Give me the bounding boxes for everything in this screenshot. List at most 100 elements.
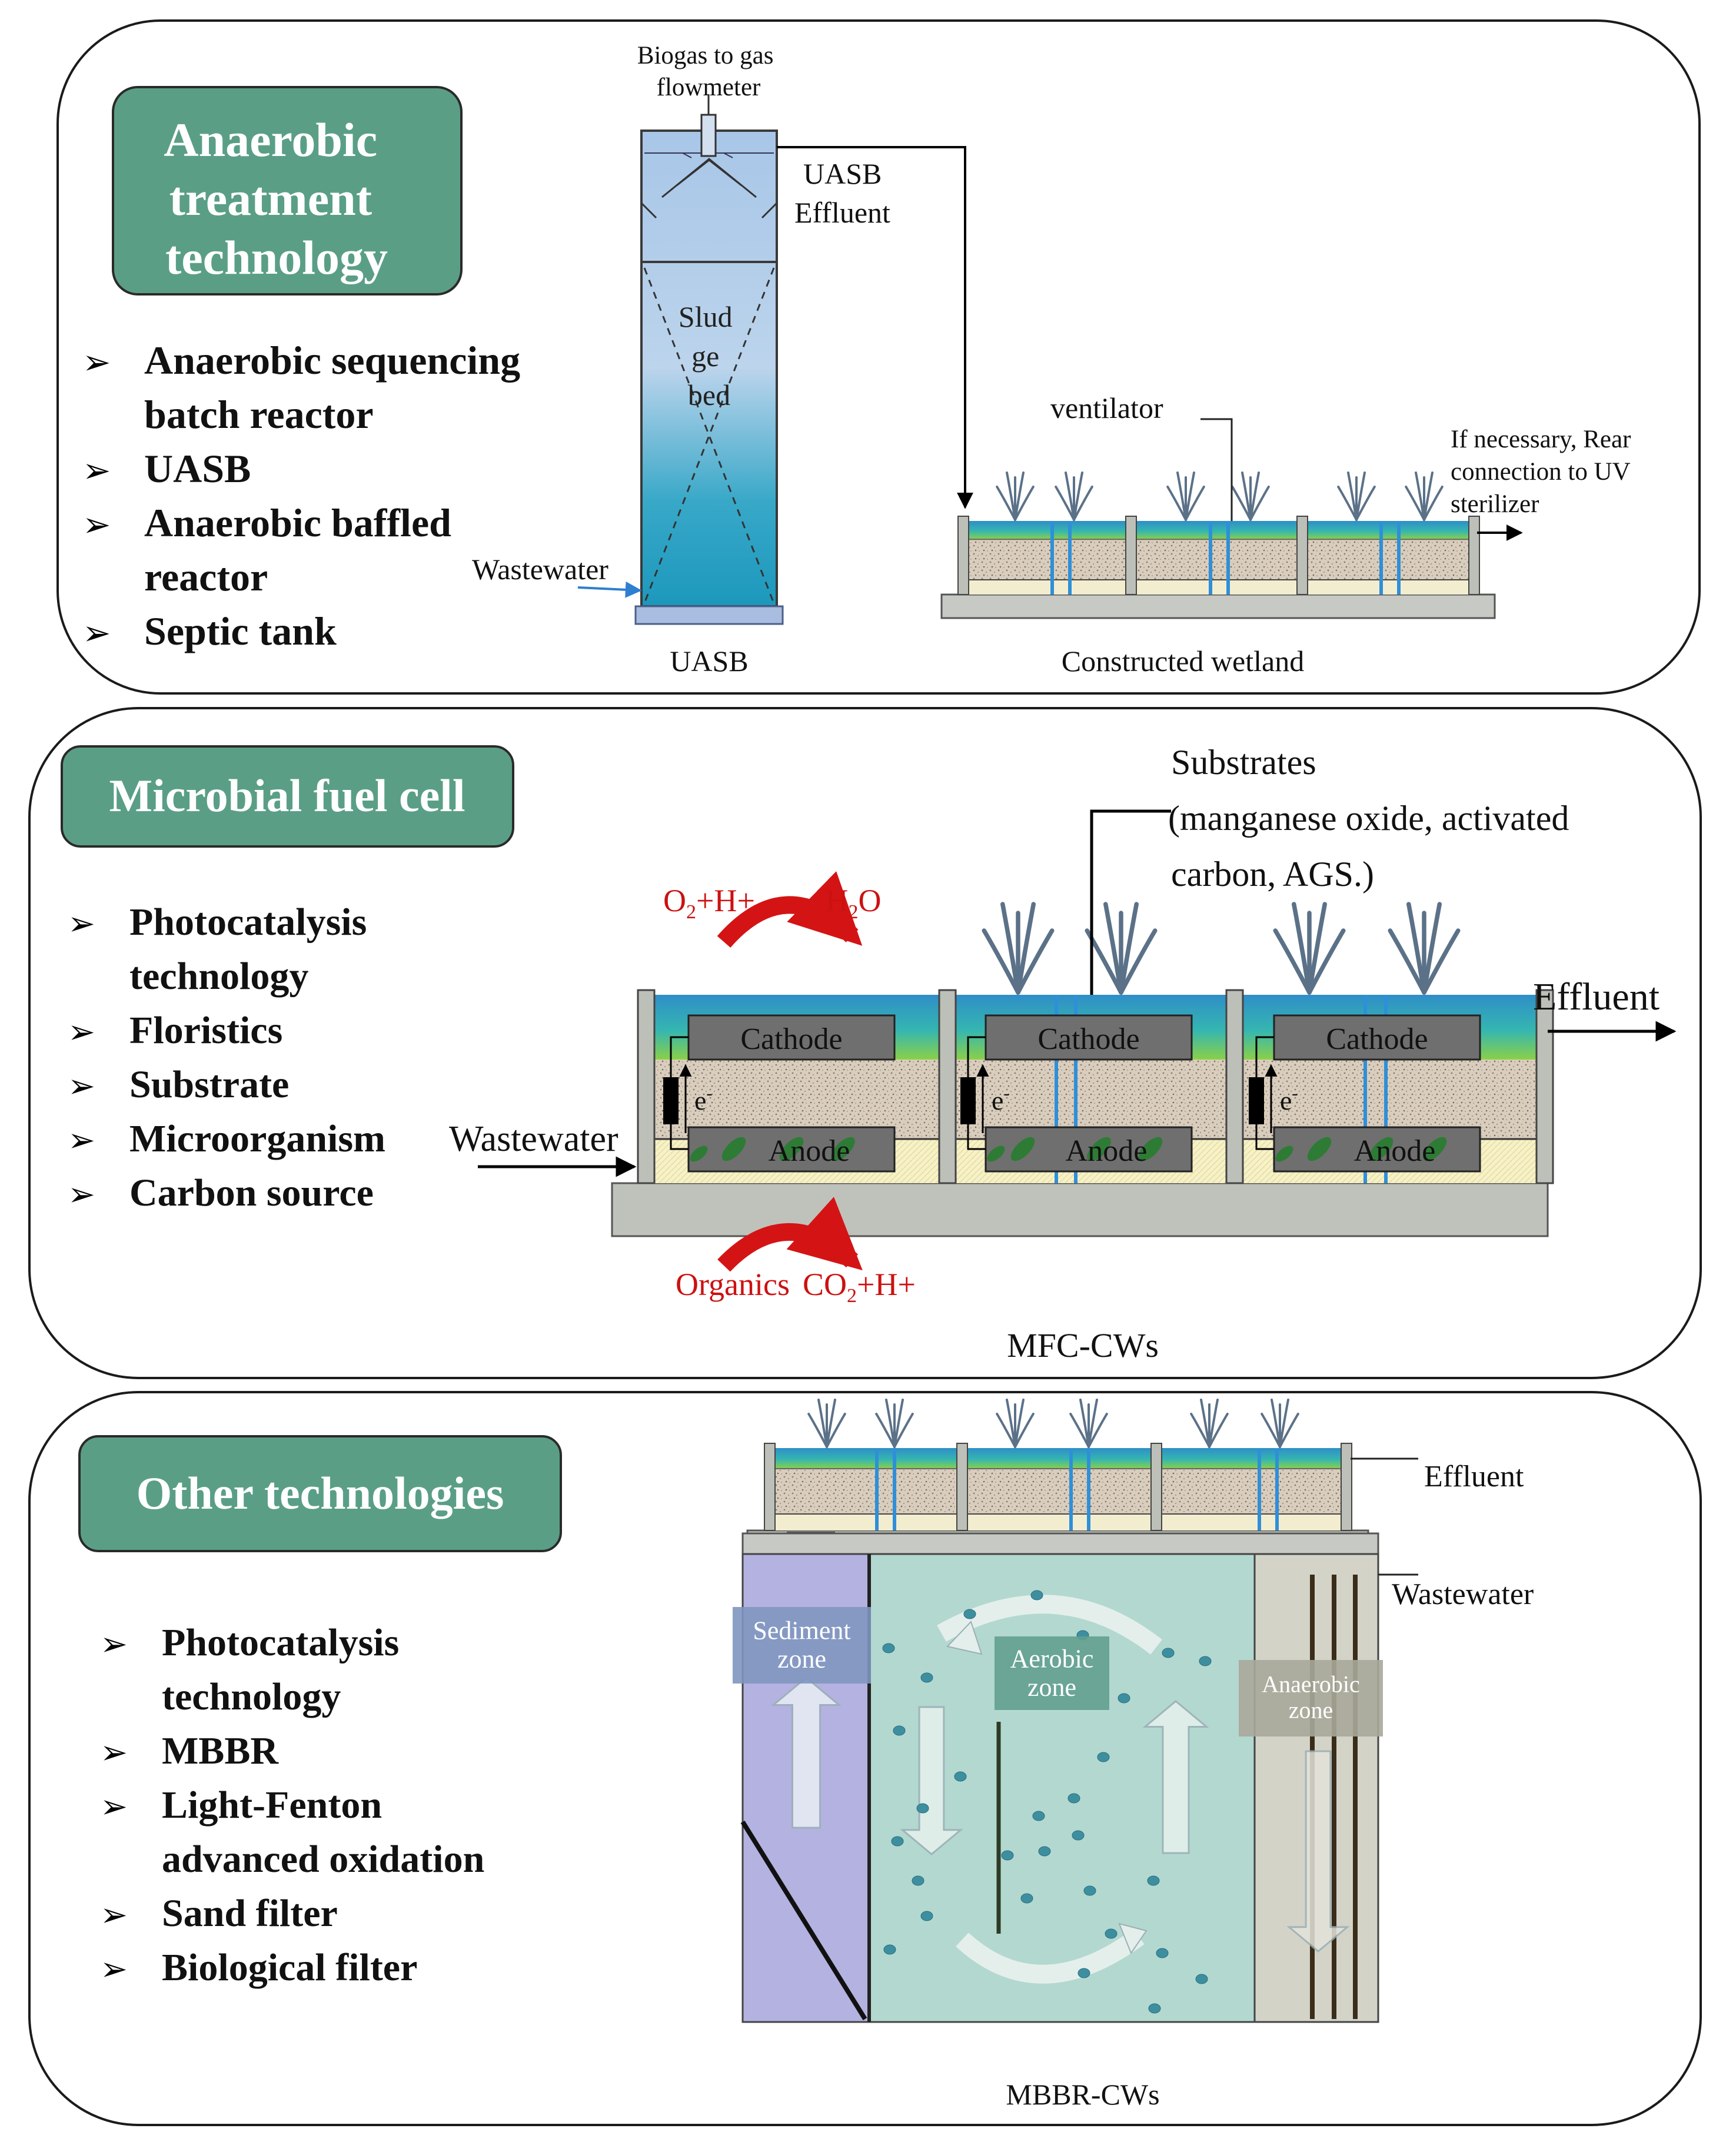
mbbr-carrier (1032, 1811, 1045, 1821)
plant-icon (1231, 472, 1270, 521)
mbbr-carrier (1020, 1893, 1033, 1904)
tank-wall (956, 1443, 968, 1531)
bullet-item-text: Septic tank (144, 609, 337, 653)
svg-text:zone: zone (777, 1645, 826, 1674)
microbe-icon (1138, 1137, 1163, 1161)
microbe-icon (1010, 1137, 1035, 1161)
microbe-icon (1275, 1145, 1293, 1162)
plant-icon (996, 472, 1035, 521)
bullet-item-text: Anaerobic sequencing (144, 338, 520, 383)
anode-label: Anode (1066, 1134, 1148, 1168)
mbbr-carrier (954, 1771, 967, 1782)
mfc-substrates-label: Substrates (manganese oxide, activated c… (1168, 743, 1578, 894)
circulation-arrowhead (1118, 1923, 1148, 1955)
tank-wall (1341, 1443, 1352, 1531)
cathode-electrode (1273, 1014, 1481, 1061)
bullet-arrow-icon: ➢ (68, 1176, 95, 1214)
panel-title-anaerobic (112, 86, 463, 295)
flow-up-arrow (771, 1676, 842, 1829)
mbbr-carrier (1077, 1968, 1090, 1978)
panel-title-text: Microbial fuel cell (109, 770, 465, 821)
anode-label: Anode (769, 1134, 850, 1168)
anode-electrode (687, 1126, 896, 1173)
plant-icon (875, 1399, 914, 1448)
mbbr-carrier (1195, 1974, 1208, 1984)
anode-reaction-arrow (717, 1197, 863, 1272)
bullet-arrow-icon: ➢ (100, 1625, 128, 1663)
mbbr-carrier (891, 1836, 904, 1847)
microbe-icon (1087, 1137, 1111, 1161)
mbbr-carrier (1199, 1656, 1212, 1666)
wetland-caption: Constructed wetland (1062, 645, 1304, 678)
panel-mfc (28, 707, 1702, 1379)
bullet-arrow-icon: ➢ (68, 1121, 95, 1160)
mbbr-carrier (893, 1725, 906, 1736)
microbe-icon (1369, 1137, 1394, 1161)
tank-wall (1125, 516, 1137, 595)
bullet-item-text: batch reactor (144, 392, 374, 437)
bullet-item-text: Carbon source (129, 1171, 374, 1214)
mbbr-carrier (883, 1944, 896, 1955)
mbbr-caption: MBBR-CWs (1006, 2078, 1159, 2111)
mfc-cw-system: CathodeAnodee-CathodeAnodee-CathodeAnode… (478, 809, 1677, 1307)
mbbr-carrier (1083, 1885, 1096, 1896)
mbbr-carrier (963, 1609, 976, 1619)
mfc-wastewater-label: Wastewater (449, 1119, 618, 1159)
bullet-arrow-icon: ➢ (82, 450, 111, 490)
microbe-icon (1422, 1137, 1447, 1161)
bullet-item-text: technology (129, 955, 308, 998)
mbbr-carrier (882, 1643, 895, 1653)
mbbr-carrier (1162, 1648, 1175, 1658)
svg-text:Aerobic: Aerobic (1010, 1645, 1094, 1674)
bullet-item-text: Anaerobic baffled (144, 500, 451, 545)
bullet-item-text: MBBR (162, 1729, 279, 1772)
flow-down-arrow (900, 1706, 963, 1855)
constructed-wetland (940, 472, 1496, 619)
mbbr-carrier (920, 1911, 933, 1921)
microbe-icon (831, 1137, 855, 1161)
mbbr-effluent-label: Effluent (1424, 1460, 1524, 1493)
external-circuit (960, 1036, 989, 1150)
bullet-arrow-icon: ➢ (82, 342, 111, 382)
plant-icon (1069, 1399, 1108, 1448)
flow-down-arrow (1286, 1750, 1350, 1953)
bullet-item-text: Photocatalysis (162, 1621, 399, 1664)
mfc-effluent-label: Effluent (1533, 975, 1659, 1018)
bullet-item-text: Floristics (129, 1009, 282, 1052)
mfc-caption: MFC-CWs (1007, 1326, 1159, 1364)
bullet-arrow-icon: ➢ (82, 504, 111, 544)
wetland-ventilator-label: ventilator (1050, 391, 1163, 424)
bullet-arrow-icon: ➢ (68, 1013, 95, 1051)
mbbr-top-wetland (746, 1399, 1418, 1553)
plant-icon (1337, 472, 1376, 521)
bullet-item-text: UASB (144, 446, 251, 491)
tank-wall (1468, 516, 1480, 595)
uasb-reactor (577, 94, 973, 625)
plant-icon (1166, 472, 1205, 521)
panel-other (28, 1391, 1702, 2126)
tank-wall (764, 1443, 776, 1531)
plant-icon (1261, 1399, 1299, 1448)
bullet-item-text: advanced oxidation (162, 1838, 484, 1881)
uasb-sludge-label: Slud ge bed (679, 300, 740, 411)
bullet-item-text: Light-Fenton (162, 1784, 382, 1827)
cathode-reaction-output: H2O (826, 883, 882, 923)
bullet-item-text: Photocatalysis (129, 901, 367, 944)
bullet-arrow-icon: ➢ (100, 1896, 128, 1934)
external-circuit (1249, 1036, 1278, 1150)
mbbr-carrier (1097, 1752, 1110, 1762)
cathode-label: Cathode (740, 1022, 842, 1056)
svg-text:Sediment: Sediment (753, 1616, 850, 1645)
svg-text:Anaerobic: Anaerobic (1262, 1671, 1360, 1698)
microbe-icon (1307, 1137, 1332, 1161)
mbbr-wastewater-label: Wastewater (1392, 1578, 1534, 1611)
anode-label: Anode (1354, 1134, 1436, 1168)
plant-icon (1190, 1399, 1229, 1448)
plant-icon (1388, 902, 1461, 995)
anode-reaction-output: CO2+H+ (803, 1267, 916, 1307)
tank-wall (957, 516, 969, 595)
microbe-icon (987, 1145, 1005, 1162)
